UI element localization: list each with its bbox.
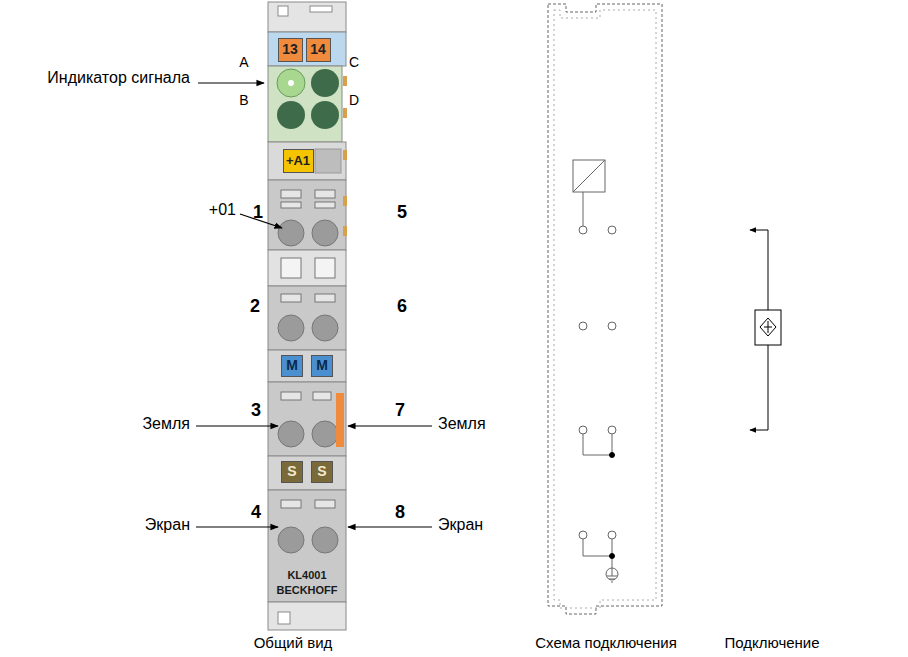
callout-text: Земля — [438, 415, 486, 433]
supply-plate: +A1 — [283, 149, 314, 173]
plate-text: S — [317, 464, 326, 479]
terminal-number: 5 — [397, 202, 407, 223]
plate-text: +A1 — [286, 154, 310, 168]
terminal-number: 1 — [253, 202, 263, 223]
terminal-number: 6 — [397, 296, 407, 317]
led-letter: A — [239, 54, 248, 70]
plate-text: M — [286, 358, 298, 373]
side-contacts — [343, 76, 347, 236]
led-letter: D — [349, 92, 359, 108]
plate-text: 14 — [310, 42, 326, 57]
terminal-number: 8 — [395, 502, 405, 523]
terminal-number: 2 — [250, 296, 260, 317]
terminal-body — [268, 2, 346, 630]
orange-strip — [336, 393, 344, 447]
wiring-schematic — [548, 4, 662, 614]
brand-name: BECKHOFF — [276, 584, 337, 597]
terminal-number-plate: 13 — [278, 38, 303, 62]
shield-plate: S — [311, 461, 333, 483]
blank-label — [315, 149, 341, 173]
led-letter: B — [239, 92, 248, 108]
signal-name: +01 — [209, 201, 236, 219]
wire-holes — [278, 190, 338, 553]
callout-text: Индикатор сигнала — [47, 69, 190, 87]
model-name: KL4001 — [287, 569, 326, 582]
terminal-number: 4 — [251, 502, 261, 523]
leader-lines — [196, 83, 432, 527]
terminal-number: 7 — [395, 400, 405, 421]
terminal-number: 3 — [251, 400, 261, 421]
led-letter: C — [349, 54, 359, 70]
callout-text: Экран — [438, 516, 483, 534]
plate-text: S — [287, 464, 296, 479]
plate-text: 13 — [282, 42, 298, 57]
signal-leds — [277, 69, 339, 129]
caption-text: Общий вид — [254, 634, 333, 651]
ground-plate: M — [311, 355, 333, 377]
plate-text: M — [316, 358, 328, 373]
terminal-number-plate: 14 — [306, 38, 331, 62]
caption-text: Схема подключения — [535, 634, 677, 651]
ground-plate: M — [281, 355, 303, 377]
sensor-connection — [750, 230, 781, 430]
callout-text: Земля — [142, 415, 190, 433]
caption-text: Подключение — [724, 634, 819, 651]
callout-text: Экран — [145, 516, 190, 534]
shield-plate: S — [281, 461, 303, 483]
